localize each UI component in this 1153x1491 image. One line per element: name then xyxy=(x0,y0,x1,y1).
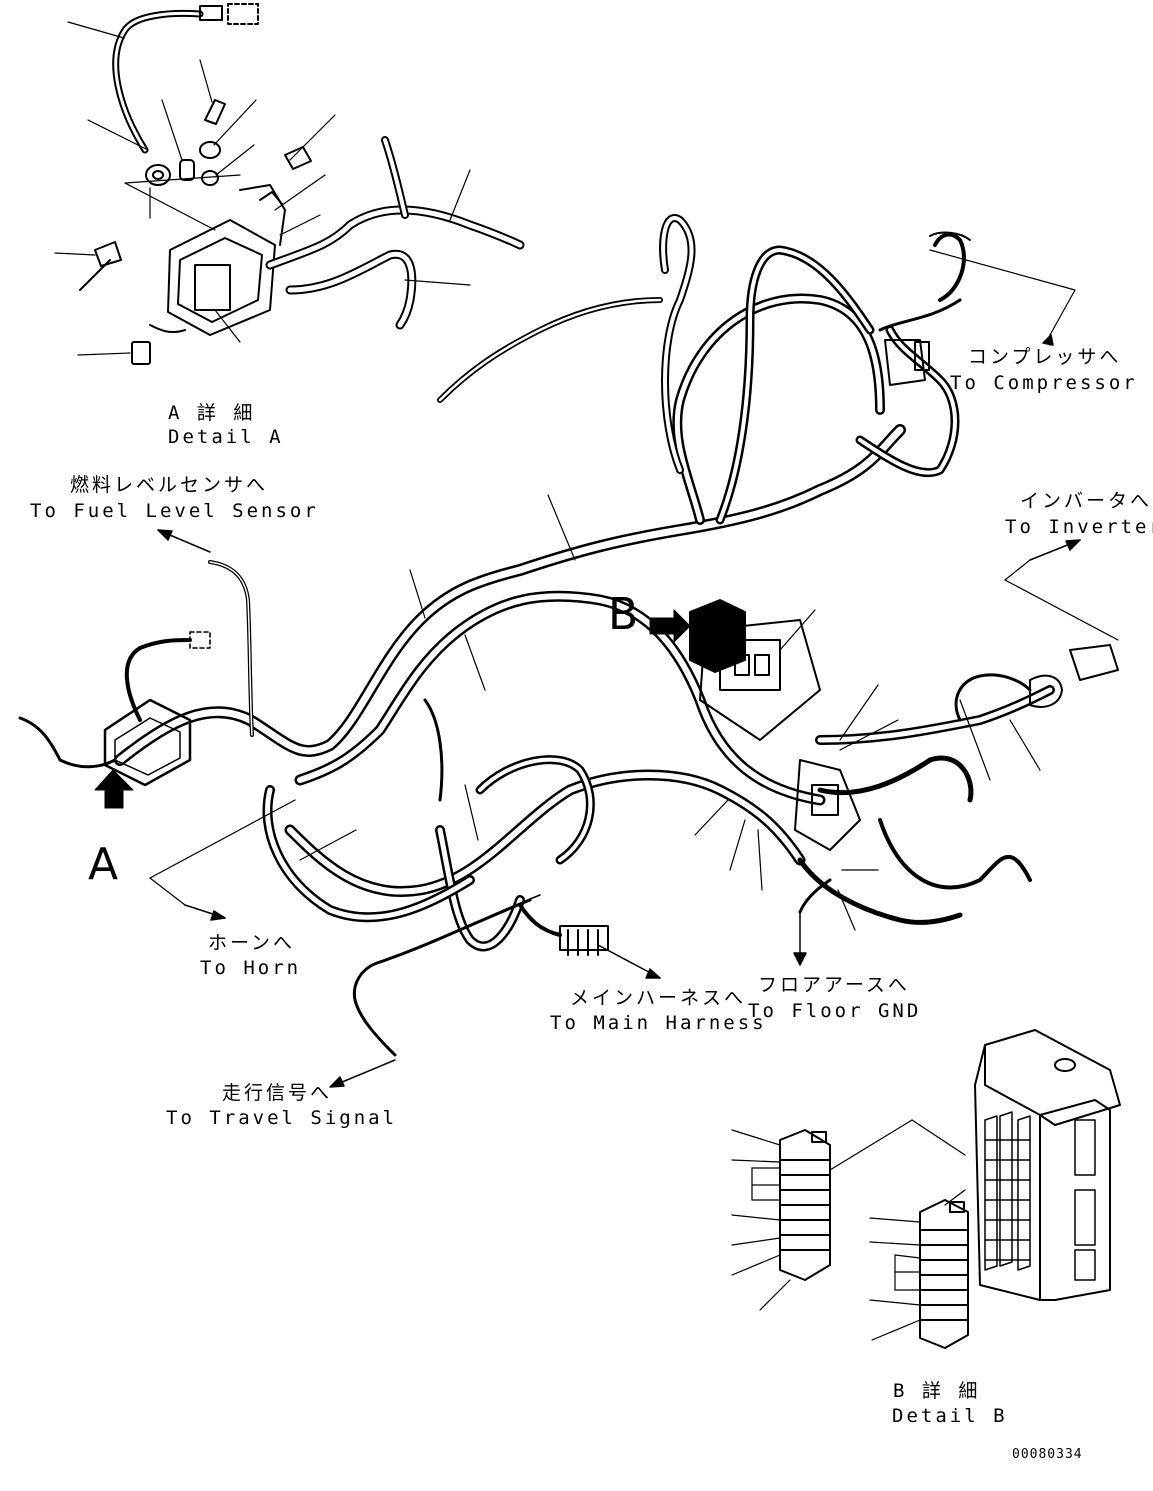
detail-a-label-jp: A 詳 細 xyxy=(168,402,256,424)
detail-b-label-jp: B 詳 細 xyxy=(893,1380,981,1402)
horn-label-jp: ホーンへ xyxy=(208,932,296,954)
compressor-label-en: To Compressor xyxy=(950,372,1138,394)
drawing-number: 00080334 xyxy=(1012,1447,1083,1462)
main-harness-label-jp: メインハーネスへ xyxy=(570,987,747,1009)
inverter-label-jp: インバータへ xyxy=(1020,490,1153,512)
compressor-label-jp: コンプレッサへ xyxy=(968,346,1122,368)
inverter-label-en: To Inverter xyxy=(1005,516,1153,538)
detail-a-drawing xyxy=(54,3,525,365)
detail-b-label-en: Detail B xyxy=(892,1405,1008,1427)
main-harness-drawing xyxy=(18,214,1119,1088)
travel-signal-label-jp: 走行信号へ xyxy=(222,1082,333,1104)
floor-gnd-label-en: To Floor GND xyxy=(748,1000,922,1022)
floor-gnd-label-jp: フロアアースへ xyxy=(758,974,910,996)
horn-label-en: To Horn xyxy=(200,957,302,979)
detail-a-label-en: Detail A xyxy=(168,426,284,448)
detail-b-marker: B xyxy=(608,589,639,640)
fuel-level-sensor-label-jp: 燃料レベルセンサへ xyxy=(70,474,269,496)
travel-signal-label-en: To Travel Signal xyxy=(166,1107,398,1129)
detail-b-drawing xyxy=(731,1029,1121,1349)
detail-a-marker: A xyxy=(88,839,119,890)
fuel-level-sensor-label-en: To Fuel Level Sensor xyxy=(30,500,319,522)
main-harness-label-en: To Main Harness xyxy=(550,1012,767,1034)
